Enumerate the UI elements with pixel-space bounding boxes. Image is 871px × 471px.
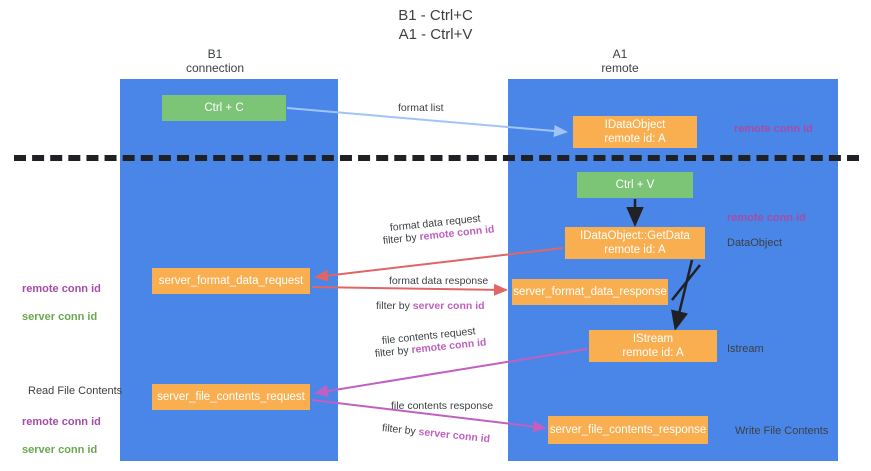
label-remote-conn-id-left-top: remote conn id — [22, 283, 101, 295]
box-ctrl-v[interactable]: Ctrl + V — [577, 172, 693, 198]
column-header-b1: B1 connection — [185, 47, 245, 75]
arrow-label-filter-server-2: filter by server conn id — [381, 421, 491, 447]
arrow-label-file-contents-response: file contents response — [391, 400, 494, 412]
label-server-conn-id-left-top: server conn id — [22, 311, 98, 323]
filter-by-text: filter by — [376, 300, 413, 312]
box-server-format-data-response[interactable]: server_format_data_response — [512, 279, 668, 305]
label-istream: Istream — [727, 343, 764, 355]
label-left-conn-ids-top: remote conn id server conn id — [22, 268, 101, 338]
page-title: B1 - Ctrl+C A1 - Ctrl+V — [398, 7, 473, 43]
section-divider — [14, 155, 859, 161]
arrow-label-filter-server-1: filter by server conn id — [376, 299, 485, 314]
server-conn-id-text: server conn id — [412, 300, 485, 312]
box-server-file-contents-response[interactable]: server_file_contents_response — [548, 416, 708, 444]
label-left-conn-ids-bottom: remote conn id server conn id — [22, 401, 101, 471]
label-remote-conn-id-top: remote conn id — [734, 123, 813, 135]
label-remote-conn-id-mid: remote conn id — [727, 212, 806, 224]
column-header-a1: A1 remote — [601, 47, 639, 75]
filter-by-text: filter by — [382, 231, 421, 247]
box-server-format-data-request[interactable]: server_format_data_request — [152, 268, 310, 294]
server-conn-id-text: server conn id — [417, 425, 491, 446]
box-idataobject[interactable]: IDataObject remote id: A — [573, 116, 697, 148]
box-idataobject-getdata[interactable]: IDataObject::GetData remote id: A — [565, 227, 705, 259]
label-remote-conn-id-left-bottom: remote conn id — [22, 416, 101, 428]
filter-by-text: filter by — [374, 344, 413, 360]
filter-by-text: filter by — [381, 422, 420, 438]
label-read-file-contents: Read File Contents — [28, 385, 123, 397]
box-ctrl-c[interactable]: Ctrl + C — [162, 95, 286, 121]
arrow-label-format-data-response: format data response — [389, 275, 489, 287]
box-server-file-contents-request[interactable]: server_file_contents_request — [152, 384, 310, 410]
arrow-label-format-list: format list — [398, 102, 444, 114]
box-istream[interactable]: IStream remote id: A — [589, 330, 717, 362]
label-write-file-contents: Write File Contents — [735, 425, 829, 437]
label-server-conn-id-left-bottom: server conn id — [22, 444, 98, 456]
label-dataobject: DataObject — [727, 237, 783, 249]
